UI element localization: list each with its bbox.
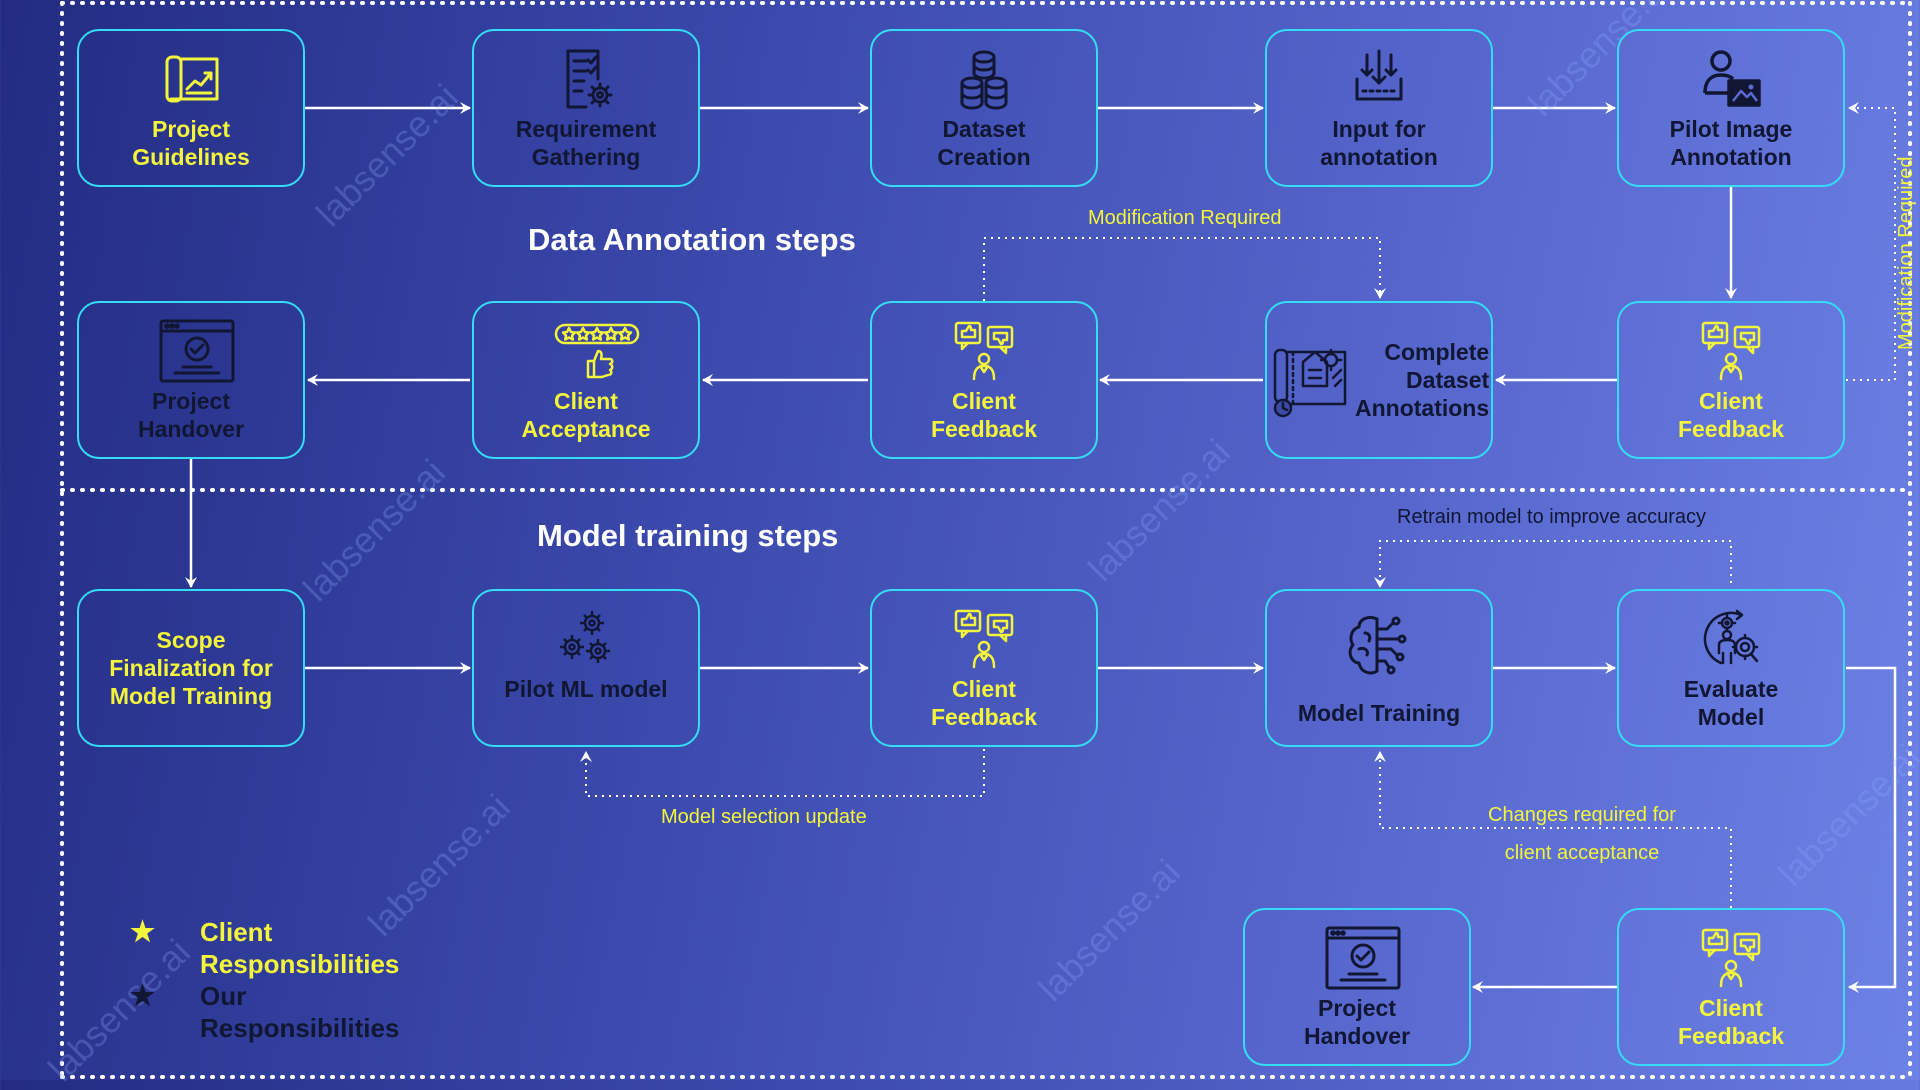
node-requirement-gathering: Requirement Gathering [472, 29, 700, 187]
node-label: Client Feedback [1677, 388, 1785, 442]
training-section-title: Model training steps [537, 518, 839, 553]
node-complete-dataset: Complete Dataset Annotations [1265, 301, 1493, 459]
flow-arrows [185, 102, 1897, 993]
node-label: Client Feedback [930, 676, 1038, 730]
node-client-feedback-2: Client Feedback [870, 301, 1098, 459]
node-dataset-creation: Dataset Creation [870, 29, 1098, 187]
node-label: Client Feedback [930, 388, 1038, 442]
node-model-training: Model Training [1265, 589, 1493, 747]
node-label: Client Acceptance [521, 388, 651, 442]
rating-thumb-icon [552, 317, 640, 385]
monitor-check-icon [1323, 924, 1401, 992]
annotation-section-title: Data Annotation steps [528, 222, 856, 257]
node-project-handover-1: Project Handover [77, 301, 305, 459]
user-image-icon [1697, 45, 1765, 113]
star-icon: ★ [130, 916, 156, 947]
node-label: Client Feedback [1677, 995, 1785, 1049]
input-tray-icon [1345, 45, 1413, 113]
node-label: Project Guidelines [132, 116, 250, 170]
legend-client-label: Client Responsibilities [200, 917, 400, 979]
evaluate-icon [1697, 605, 1765, 673]
feedback-icon [950, 317, 1018, 385]
feedback-icon [1697, 317, 1765, 385]
chart-board-icon [157, 45, 225, 113]
note-retrain: Retrain model to improve accuracy [1397, 506, 1707, 528]
node-client-acceptance: Client Acceptance [472, 301, 700, 459]
feedback-icon [1697, 924, 1765, 992]
node-label: Evaluate Model [1683, 676, 1779, 730]
section-borders [60, 1, 1912, 1079]
feedback-icon [950, 605, 1018, 673]
node-label: Complete Dataset Annotations [1355, 339, 1490, 421]
note-modification-required: Modification Required [1088, 207, 1282, 229]
blueprint-icon [1269, 340, 1349, 420]
note-model-selection: Model selection update [661, 806, 867, 828]
node-client-feedback-3: Client Feedback [870, 589, 1098, 747]
database-icon [950, 45, 1018, 113]
node-label: Scope Finalization for Model Training [109, 627, 273, 709]
node-label: Dataset Creation [937, 116, 1031, 170]
legend-ours-label: Our Responsibilities [200, 981, 400, 1043]
node-input-annotation: Input for annotation [1265, 29, 1493, 187]
node-pilot-ml-model: Pilot ML model [472, 589, 700, 747]
node-label: Project Handover [137, 388, 245, 442]
node-pilot-image-annotation: Pilot Image Annotation [1617, 29, 1845, 187]
node-label: Project Handover [1303, 995, 1411, 1049]
node-project-guidelines: Project Guidelines [77, 29, 305, 187]
node-scope-finalization: Scope Finalization for Model Training [77, 589, 305, 747]
node-client-feedback-1: Client Feedback [1617, 301, 1845, 459]
note-modification-required-side: Modification Required [1895, 156, 1917, 350]
star-icon: ★ [130, 980, 156, 1011]
node-evaluate-model: Evaluate Model [1617, 589, 1845, 747]
gears-icon [552, 605, 620, 673]
brain-circuit-icon [1339, 609, 1419, 689]
node-label: Requirement Gathering [515, 116, 657, 170]
feedback-loops [580, 102, 1896, 908]
node-label: Model Training [1297, 700, 1461, 726]
node-project-handover-2: Project Handover [1243, 908, 1471, 1066]
checklist-gear-icon [552, 45, 620, 113]
note-changes-required: Changes required for client acceptance [1488, 804, 1676, 864]
node-label: Pilot Image Annotation [1669, 116, 1793, 170]
node-client-feedback-4: Client Feedback [1617, 908, 1845, 1066]
node-label: Input for annotation [1320, 116, 1438, 170]
node-label: Pilot ML model [504, 676, 668, 702]
monitor-check-icon [157, 317, 235, 385]
